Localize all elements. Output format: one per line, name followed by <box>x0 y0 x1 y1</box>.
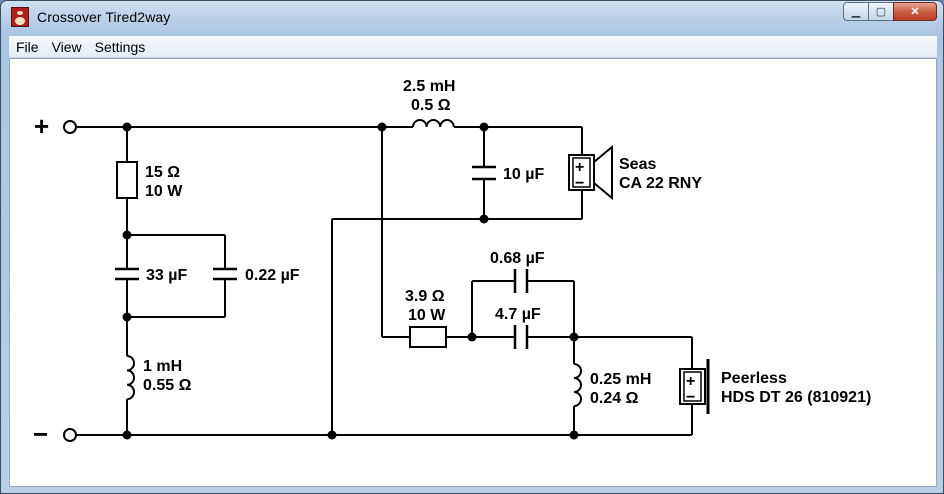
speaker-app-icon <box>11 7 29 27</box>
c1-value: 10 µF <box>503 166 544 183</box>
r1-power: 10 W <box>145 183 183 200</box>
menu-bar: File View Settings <box>9 36 937 58</box>
resistor-r1 <box>116 161 138 199</box>
window-title: Crossover Tired2way <box>37 9 171 25</box>
menu-settings[interactable]: Settings <box>94 38 146 55</box>
input-terminals: + − <box>33 111 77 449</box>
capacitor-c3 <box>213 267 237 281</box>
minus-terminal-label: − <box>33 419 48 449</box>
minus-terminal <box>63 428 77 442</box>
c3-value: 0.22 µF <box>245 267 300 284</box>
woofer-model: CA 22 RNY <box>619 175 702 192</box>
tweeter-plus: + <box>686 373 695 390</box>
tweeter-minus: − <box>686 389 695 406</box>
inductor-l3 <box>573 363 582 407</box>
woofer-brand: Seas <box>619 156 656 173</box>
resistor-r2 <box>409 326 447 348</box>
l3-resistance: 0.24 Ω <box>590 390 639 407</box>
inductor-l1 <box>412 119 455 128</box>
c2-value: 33 µF <box>146 267 187 284</box>
r1-resistance: 15 Ω <box>145 164 180 181</box>
r2-power: 10 W <box>408 307 446 324</box>
tweeter-brand: Peerless <box>721 370 787 387</box>
plus-terminal-label: + <box>34 111 49 141</box>
junction-dots <box>122 122 579 440</box>
maximize-button[interactable]: ▢ <box>868 2 894 21</box>
close-icon: ✕ <box>910 6 920 18</box>
woofer-minus: − <box>575 175 584 192</box>
schematic-canvas: + − 2.5 mH 0.5 Ω 10 µF 15 Ω 10 W <box>9 58 937 487</box>
woofer-plus: + <box>575 159 584 176</box>
capacitor-c1 <box>472 165 496 181</box>
l2-inductance: 1 mH <box>143 358 182 375</box>
wires <box>76 126 693 436</box>
minimize-icon: ▁ <box>851 6 861 18</box>
crossover-schematic: + − 2.5 mH 0.5 Ω 10 µF 15 Ω 10 W <box>33 78 871 449</box>
plus-terminal <box>63 120 77 134</box>
capacitor-c4 <box>513 269 529 293</box>
close-button[interactable]: ✕ <box>893 2 937 21</box>
l2-resistance: 0.55 Ω <box>143 377 192 394</box>
minimize-button[interactable]: ▁ <box>843 2 869 21</box>
title-bar[interactable]: Crossover Tired2way ▁ ▢ ✕ <box>1 1 943 35</box>
l3-inductance: 0.25 mH <box>590 371 651 388</box>
tweeter-model: HDS DT 26 (810921) <box>721 389 871 406</box>
capacitor-c5 <box>513 325 529 349</box>
c5-value: 4.7 µF <box>495 306 541 323</box>
menu-file[interactable]: File <box>16 38 39 55</box>
menu-view[interactable]: View <box>51 38 82 55</box>
inductor-l2 <box>126 355 135 401</box>
l1-resistance: 0.5 Ω <box>411 97 451 114</box>
capacitor-c2 <box>115 267 139 281</box>
tweeter-speaker-icon: + − <box>679 359 710 414</box>
c4-value: 0.68 µF <box>490 250 545 267</box>
window-controls: ▁ ▢ ✕ <box>843 2 937 21</box>
r2-resistance: 3.9 Ω <box>405 288 445 305</box>
woofer-speaker-icon: + − <box>568 144 613 201</box>
l1-inductance: 2.5 mH <box>403 78 455 95</box>
maximize-icon: ▢ <box>875 6 887 18</box>
